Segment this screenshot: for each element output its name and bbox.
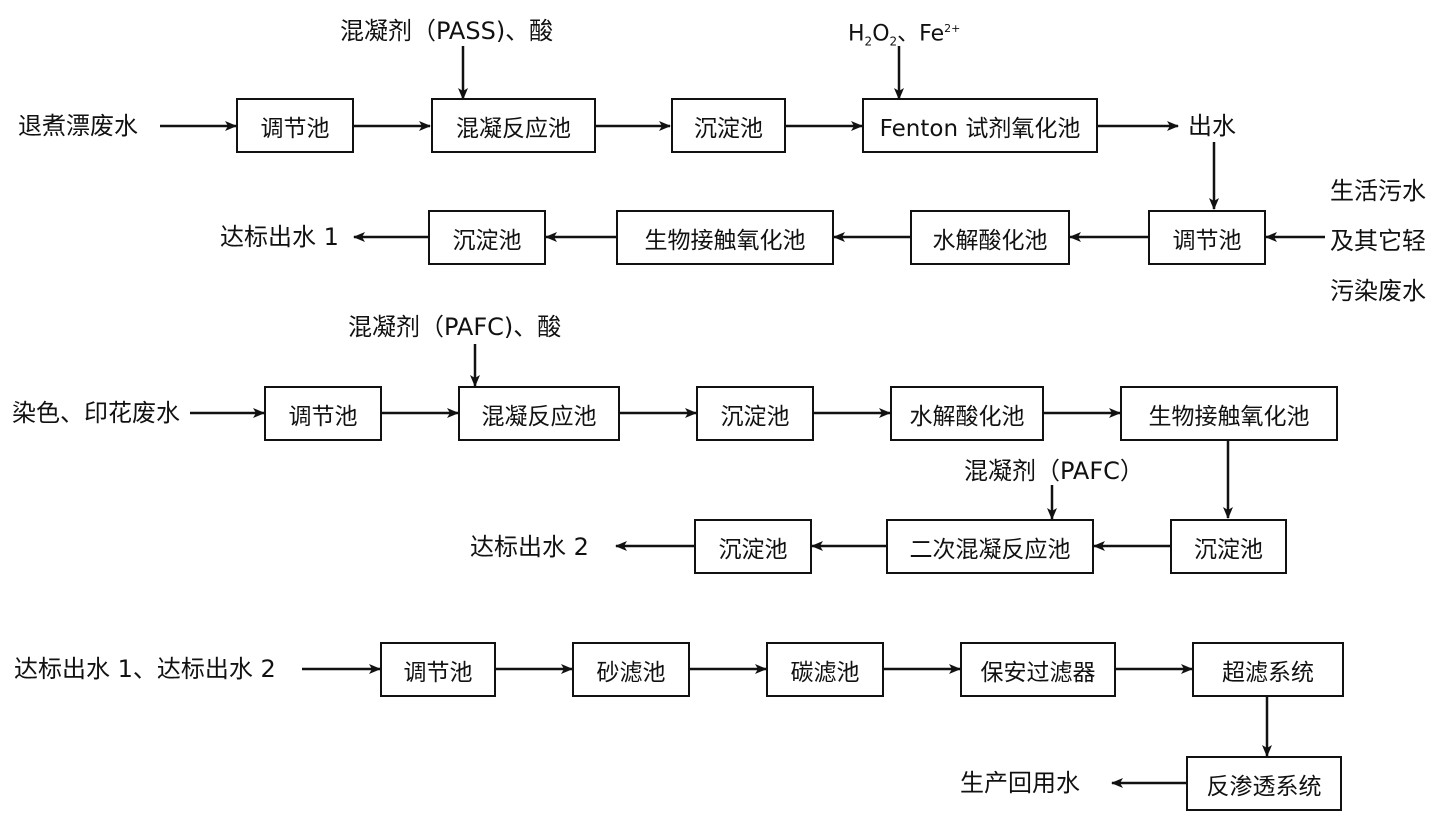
sup-2plus: 2+ xyxy=(944,22,961,35)
box-sedimentation-tank-4: 沉淀池 xyxy=(1170,519,1287,574)
box-security-filter: 保安过滤器 xyxy=(960,642,1116,697)
sub-2: 2 xyxy=(864,34,873,49)
box-label: 沉淀池 xyxy=(452,227,522,254)
fe-text: 、Fe xyxy=(897,21,945,47)
output-label-compliant-effluent-2: 达标出水 2 xyxy=(470,533,589,561)
dosing-label-pass-acid: 混凝剂（PASS)、酸 xyxy=(340,17,554,45)
input-label-desizing-wastewater: 退煮漂废水 xyxy=(18,112,138,140)
box-sedimentation-tank-5: 沉淀池 xyxy=(694,519,812,574)
box-label: 水解酸化池 xyxy=(909,403,1025,430)
output-label-reuse-water: 生产回用水 xyxy=(960,769,1080,797)
box-equalization-tank-2: 调节池 xyxy=(1148,210,1266,265)
side-input-line-1: 生活污水 xyxy=(1330,177,1426,205)
box-label: 调节池 xyxy=(1172,227,1242,254)
box-equalization-tank-4: 调节池 xyxy=(380,642,496,697)
box-equalization-tank-3: 调节池 xyxy=(264,386,382,441)
input-label-dyeing-printing-wastewater: 染色、印花废水 xyxy=(12,399,180,427)
box-label: 沉淀池 xyxy=(720,403,790,430)
output-label-compliant-effluent-1: 达标出水 1 xyxy=(220,223,339,251)
box-label: 调节池 xyxy=(260,115,330,142)
box-secondary-coagulation-reaction-tank: 二次混凝反应池 xyxy=(886,519,1094,574)
box-label: 碳滤池 xyxy=(790,659,860,686)
box-label: 超滤系统 xyxy=(1222,659,1314,686)
box-biological-contact-oxidation-tank: 生物接触氧化池 xyxy=(616,210,834,265)
box-label: 混凝反应池 xyxy=(481,403,597,430)
box-label: 砂滤池 xyxy=(596,659,666,686)
box-label: 调节池 xyxy=(288,403,358,430)
box-carbon-filter: 碳滤池 xyxy=(766,642,884,697)
dosing-label-pafc: 混凝剂（PAFC） xyxy=(964,457,1144,485)
box-sand-filter: 砂滤池 xyxy=(572,642,690,697)
h-text: H xyxy=(848,21,865,47)
dosing-label-pafc-acid: 混凝剂（PAFC)、酸 xyxy=(348,313,562,341)
dosing-label-h2o2-fe: H2O2、Fe2+ xyxy=(848,14,960,57)
box-label: 二次混凝反应池 xyxy=(909,536,1071,563)
box-label: 调节池 xyxy=(403,659,473,686)
box-label: 混凝反应池 xyxy=(456,115,571,142)
box-label: 保安过滤器 xyxy=(980,659,1096,686)
box-equalization-tank: 调节池 xyxy=(236,98,354,153)
box-label: 反渗透系统 xyxy=(1206,773,1322,800)
o-text: O xyxy=(872,21,890,47)
box-biological-contact-oxidation-tank-2: 生物接触氧化池 xyxy=(1120,386,1338,441)
box-coagulation-reaction-tank: 混凝反应池 xyxy=(431,98,596,153)
box-label: 沉淀池 xyxy=(718,536,788,563)
box-label: 生物接触氧化池 xyxy=(644,227,806,254)
input-label-compliant-effluents: 达标出水 1、达标出水 2 xyxy=(14,655,276,683)
box-hydrolysis-acidification-tank: 水解酸化池 xyxy=(910,210,1070,265)
box-coagulation-reaction-tank-2: 混凝反应池 xyxy=(458,386,620,441)
output-label-effluent: 出水 xyxy=(1188,112,1236,140)
box-sedimentation-tank: 沉淀池 xyxy=(671,98,786,153)
box-hydrolysis-acidification-tank-2: 水解酸化池 xyxy=(890,386,1044,441)
box-sedimentation-tank-2: 沉淀池 xyxy=(428,210,546,265)
sub-2b: 2 xyxy=(889,34,898,49)
box-label: 水解酸化池 xyxy=(932,227,1048,254)
box-sedimentation-tank-3: 沉淀池 xyxy=(696,386,814,441)
side-input-line-3: 污染废水 xyxy=(1330,277,1426,305)
box-fenton-oxidation-tank: Fenton 试剂氧化池 xyxy=(862,98,1098,153)
box-label: 沉淀池 xyxy=(1194,536,1263,563)
box-label: 沉淀池 xyxy=(694,115,763,142)
side-input-line-2: 及其它轻 xyxy=(1330,227,1426,255)
box-ultrafiltration-system: 超滤系统 xyxy=(1192,642,1344,697)
box-label: Fenton 试剂氧化池 xyxy=(879,115,1081,142)
box-reverse-osmosis-system: 反渗透系统 xyxy=(1186,756,1342,811)
box-label: 生物接触氧化池 xyxy=(1148,403,1310,430)
